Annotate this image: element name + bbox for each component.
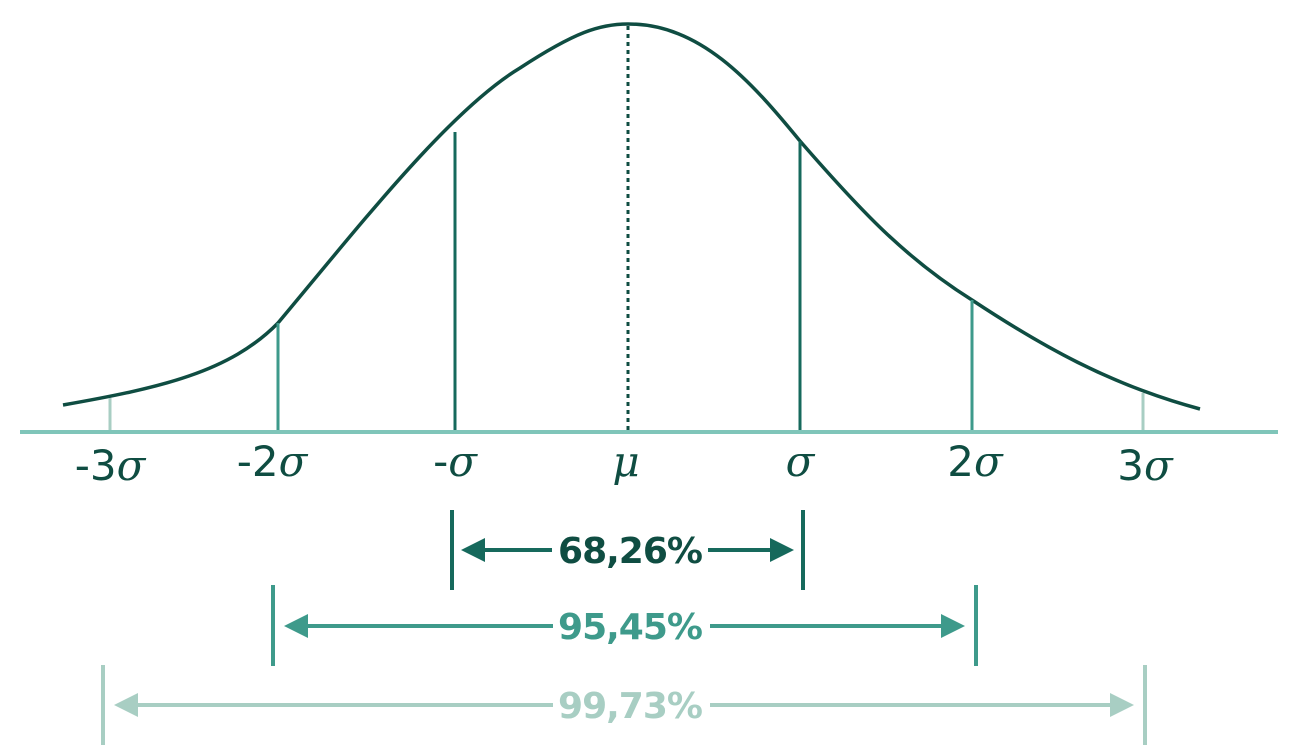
- axis-label-neg2: -2σ: [237, 437, 309, 486]
- bell-curve: [62, 22, 1201, 411]
- axis-label-neg1: -σ: [433, 437, 478, 486]
- range-three-sigma-label: 99,73%: [558, 686, 702, 727]
- range-three-sigma: 99,73%: [101, 665, 1147, 745]
- axis-label-pos2: 2σ: [947, 437, 1004, 486]
- arrowhead-left: [114, 693, 138, 717]
- arrowhead-right: [770, 538, 794, 562]
- arrowhead-right: [1110, 693, 1134, 717]
- axis-label-neg3: -3σ: [75, 441, 147, 490]
- range-one-sigma: 68,26%: [450, 510, 805, 590]
- range-one-sigma-label: 68,26%: [558, 531, 702, 572]
- arrowhead-left: [284, 614, 308, 638]
- arrowhead-left: [461, 538, 485, 562]
- arrowhead-right: [941, 614, 965, 638]
- range-two-sigma-label: 95,45%: [558, 607, 702, 648]
- axis-label-pos1: σ: [786, 437, 816, 486]
- axis-label-pos3: 3σ: [1117, 441, 1174, 490]
- axis-label-mean: μ: [612, 437, 639, 486]
- range-two-sigma: 95,45%: [271, 585, 978, 666]
